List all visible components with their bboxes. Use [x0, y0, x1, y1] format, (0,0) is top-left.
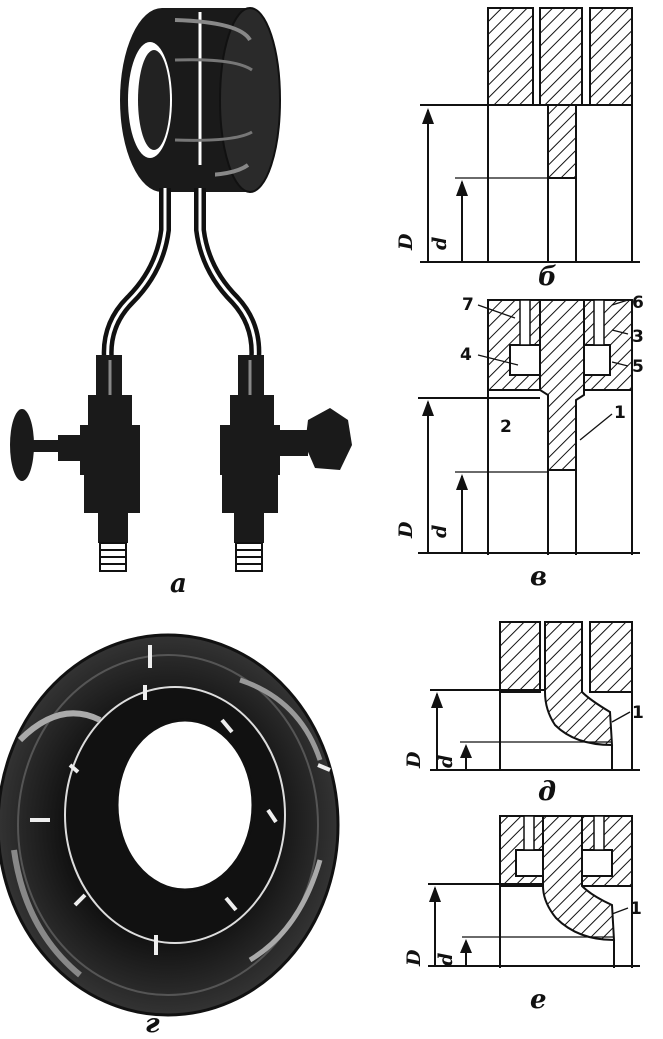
- upper-wall-right: [589, 7, 633, 106]
- panel-a-assembly: а: [10, 7, 352, 599]
- ring-bore: [115, 718, 255, 892]
- dim-D-label: D: [395, 233, 417, 251]
- dim-D-label: D: [403, 751, 425, 769]
- orifice-ring-body: [120, 7, 281, 193]
- ring-slots: [30, 645, 331, 955]
- dim-d-label: d: [429, 237, 451, 250]
- dim-D-label: D: [403, 949, 425, 967]
- upper-wall-left: [499, 621, 541, 693]
- panel-b-caption: б: [538, 262, 557, 292]
- panel-e-section: D d 1 е: [403, 815, 642, 1015]
- callout-1: 1: [630, 899, 642, 919]
- panel-v-caption: в: [530, 562, 547, 592]
- dim-D-label: D: [395, 521, 417, 539]
- panel-d-section: D d 1 д: [403, 621, 644, 807]
- dim-d-label: d: [435, 755, 457, 768]
- upper-wall-right: [589, 621, 633, 693]
- callout-5: 5: [632, 357, 644, 377]
- callout-1: 1: [632, 703, 644, 723]
- panel-a-caption: а: [170, 569, 187, 599]
- panel-d-caption: д: [538, 777, 556, 807]
- callout-7: 7: [462, 295, 474, 315]
- callout-2: 2: [500, 417, 512, 437]
- panel-e-caption: е: [530, 985, 547, 1015]
- right-valve: [220, 355, 352, 572]
- callout-3: 3: [632, 327, 644, 347]
- panel-b-section: D d б: [395, 7, 640, 292]
- callout-1: 1: [614, 403, 626, 423]
- upper-wall-left: [487, 7, 534, 106]
- dim-d-label: d: [429, 525, 451, 538]
- orifice-disc: [539, 299, 585, 471]
- panel-g-ring: г: [0, 633, 340, 1039]
- orifice-plate: [539, 7, 583, 179]
- dim-d-label: d: [435, 953, 457, 966]
- impulse-tubes: [101, 188, 262, 361]
- callout-4: 4: [460, 345, 472, 365]
- left-valve: [10, 355, 140, 572]
- panel-g-caption: г: [145, 1009, 160, 1039]
- callout-6: 6: [632, 293, 644, 313]
- panel-v-section: D d 7 6 3 4 5 2 1 в: [395, 293, 644, 592]
